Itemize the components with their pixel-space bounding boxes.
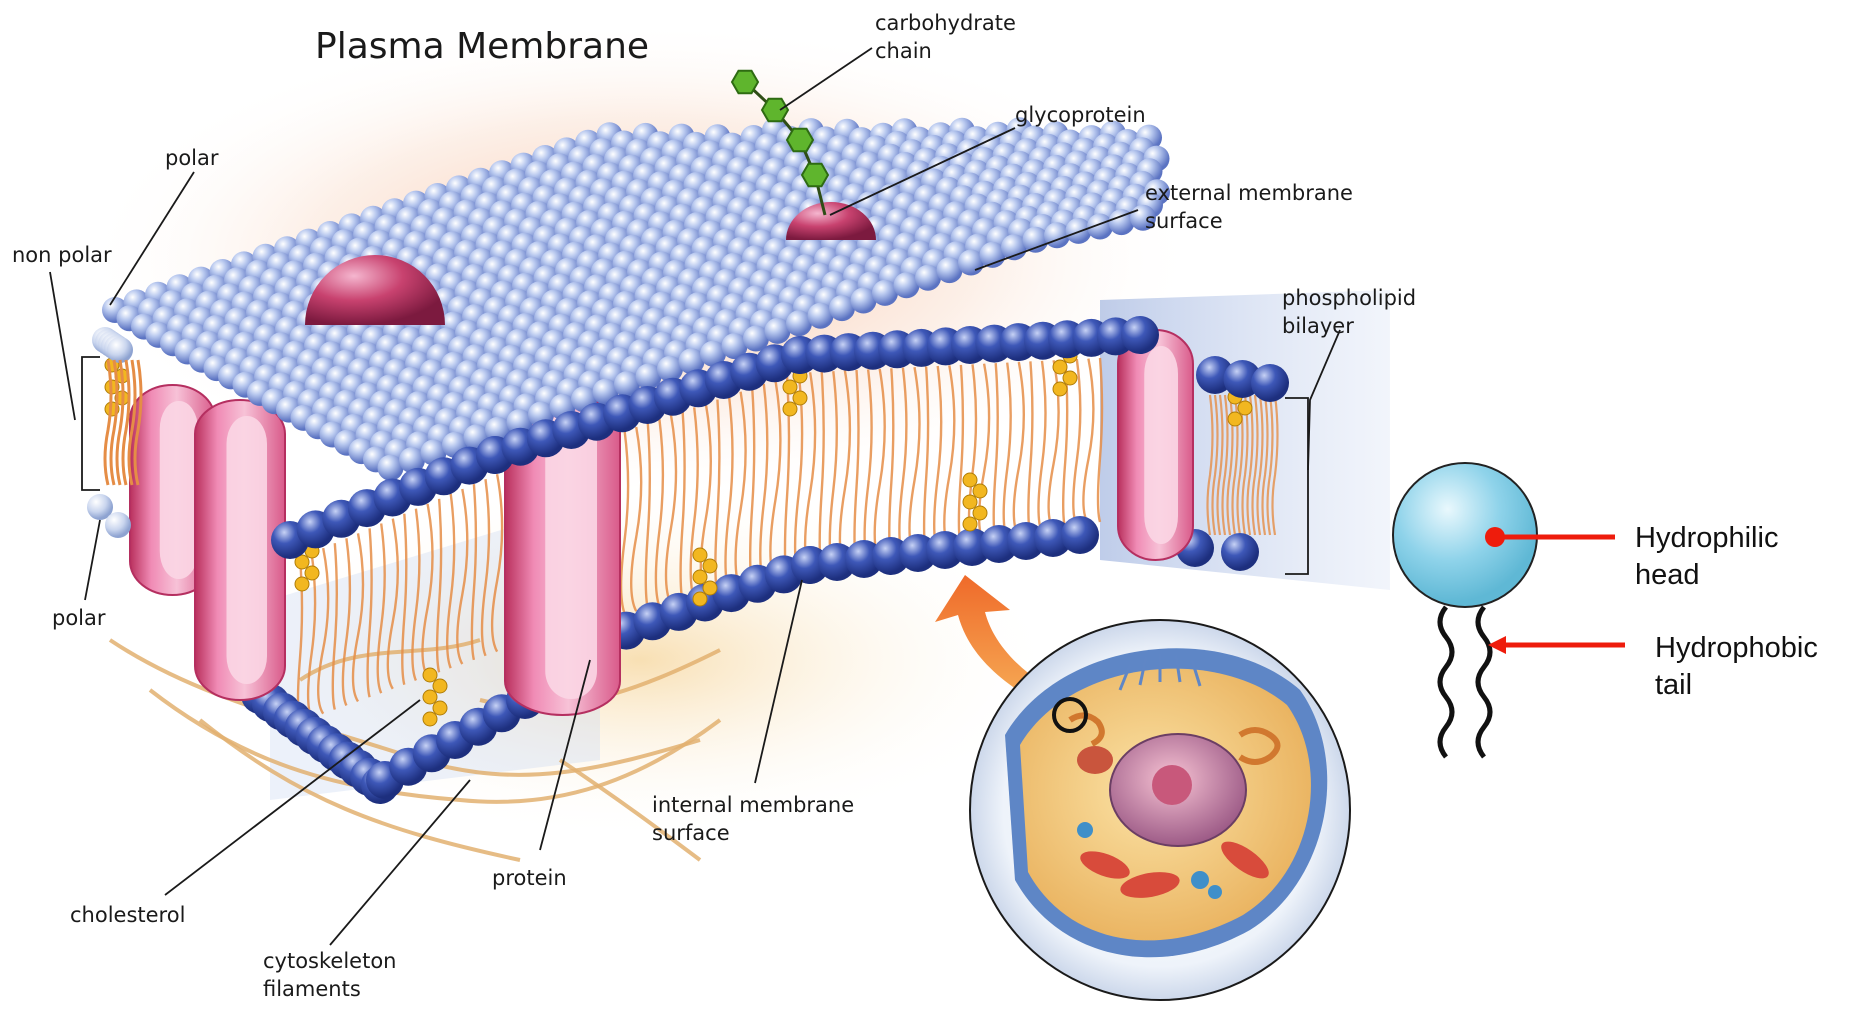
cholesterol-bead [693,592,707,606]
cholesterol-bead [693,548,707,562]
hydrophilic-label-line1: Hydrophilic [1635,522,1778,554]
cholesterol-bead [963,495,977,509]
cholesterol-bead [963,473,977,487]
cholesterol-bead [305,566,319,580]
protein-highlight [1144,346,1178,544]
cholesterol-bead [963,517,977,531]
cholesterol-bead [783,402,797,416]
inner-head-sphere [1221,533,1259,571]
phospholipid-molecule: Hydrophilic head Hydrophobic tail [1393,463,1818,757]
bilayer-label-2: bilayer [1282,314,1354,338]
carbohydrate-hexagon [762,99,788,122]
cholesterol-bead [1053,382,1067,396]
cholesterol-bead [693,570,707,584]
cholesterol-bead [295,577,309,591]
cholesterol-bead [1063,371,1077,385]
non-polar-label: non polar [12,243,112,267]
cholesterol-bead [433,679,447,693]
hydrophilic-label-line2: head [1635,559,1700,591]
hydrophobic-label-line2: tail [1655,669,1692,701]
internal-surface-label-1: internal membrane [652,793,854,817]
hydrophobic-label-line1: Hydrophobic [1655,632,1818,664]
external-surface-label-2: surface [1145,209,1223,233]
cell-inset [970,620,1350,1000]
cholesterol-bead [1228,412,1242,426]
polar-bottom-label: polar [52,606,106,630]
carbohydrate-label-1: carbohydrate [875,11,1016,35]
cholesterol-bead [793,391,807,405]
left-head-sphere [107,337,133,363]
carbohydrate-hexagon [802,164,828,187]
inner-head-sphere [1061,516,1099,554]
protein-highlight [160,401,198,579]
carbohydrate-hexagon [787,129,813,152]
internal-surface-label-2: surface [652,821,730,845]
cholesterol-bead [1238,401,1252,415]
carbohydrate-label-2: chain [875,39,932,63]
hydrophobic-tail-icon-2 [1478,607,1490,757]
cholesterol-bead [423,712,437,726]
hydrophobic-tail-icon [1440,607,1452,757]
cholesterol-bead [703,559,717,573]
polar-top-label: polar [165,146,219,170]
carbohydrate-hexagon [732,71,758,94]
cholesterol-bead [1053,360,1067,374]
cholesterol-bead [423,668,437,682]
diagram-title: Plasma Membrane [315,26,649,67]
cholesterol-bead [703,581,717,595]
cholesterol-bead [433,701,447,715]
bilayer-label-1: phospholipid [1282,286,1416,310]
external-surface-label-1: external membrane [1145,181,1353,205]
outer-head-sphere [1044,222,1070,248]
cholesterol-bead [423,690,437,704]
protein-highlight [227,416,268,684]
cholesterol-label: cholesterol [70,903,185,927]
edge-head-sphere [1121,316,1159,354]
edge-head-sphere [1251,364,1289,402]
cholesterol-bead [973,506,987,520]
cytoskeleton-label-2: filaments [263,977,361,1001]
cholesterol-bead [973,484,987,498]
cholesterol-bead [783,380,797,394]
protein-label: protein [492,866,567,890]
outer-head-sphere [1023,227,1049,253]
glycoprotein-label: glycoprotein [1015,103,1146,127]
cytoskeleton-label-1: cytoskeleton [263,949,396,973]
outer-head-sphere [1066,218,1092,244]
left-head-sphere [105,512,131,538]
